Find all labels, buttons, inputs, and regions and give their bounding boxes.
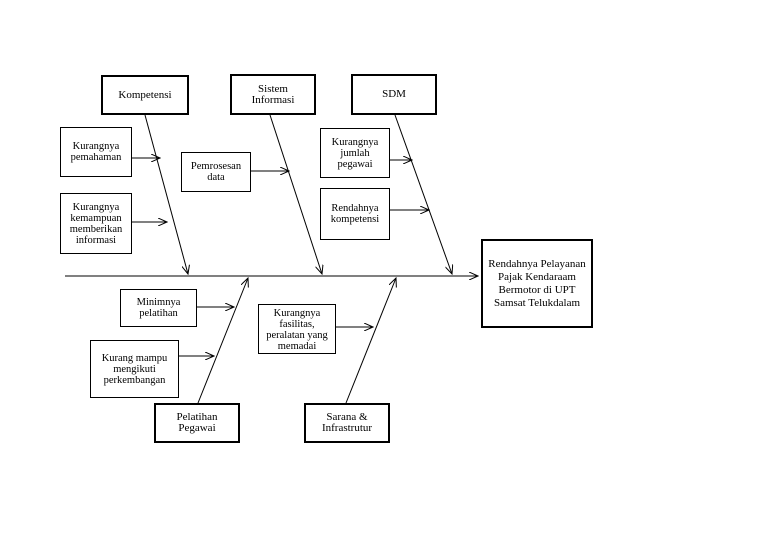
category-kompetensi: Kompetensi: [101, 75, 189, 115]
cause-kurangnya-jumlah-pegawai: Kurangnya jumlah pegawai: [320, 128, 390, 178]
bone-pelatihan-pegawai: [197, 278, 248, 404]
effect-box: Rendahnya Pelayanan Pajak Kendaraam Berm…: [481, 239, 593, 328]
cause-rendahnya-kompetensi: Rendahnya kompetensi: [320, 188, 390, 240]
cause-kurangnya-fasilitas: Kurangnya fasilitas, peralatan yang mema…: [258, 304, 336, 354]
category-sdm: SDM: [351, 74, 437, 115]
cause-kurang-mampu-mengikuti: Kurang mampu mengikuti perkembangan: [90, 340, 179, 398]
bone-kompetensi: [144, 114, 188, 274]
category-pelatihan-pegawai: Pelatihan Pegawai: [154, 403, 240, 443]
cause-kurangnya-pemahaman: Kurangnya pemahaman: [60, 127, 132, 177]
category-sarana-infrastruktur: Sarana & Infrastrutur: [304, 403, 390, 443]
cause-kurangnya-kemampuan: Kurangnya kemampuan memberikan informasi: [60, 193, 132, 254]
cause-pemrosesan-data: Pemrosesan data: [181, 152, 251, 192]
bone-sarana-infrastruktur: [345, 278, 396, 404]
bone-sdm: [394, 114, 452, 274]
bone-sistem-informasi: [269, 114, 322, 274]
category-sistem-informasi: Sistem Informasi: [230, 74, 316, 115]
cause-minimnya-pelatihan: Minimnya pelatihan: [120, 289, 197, 327]
